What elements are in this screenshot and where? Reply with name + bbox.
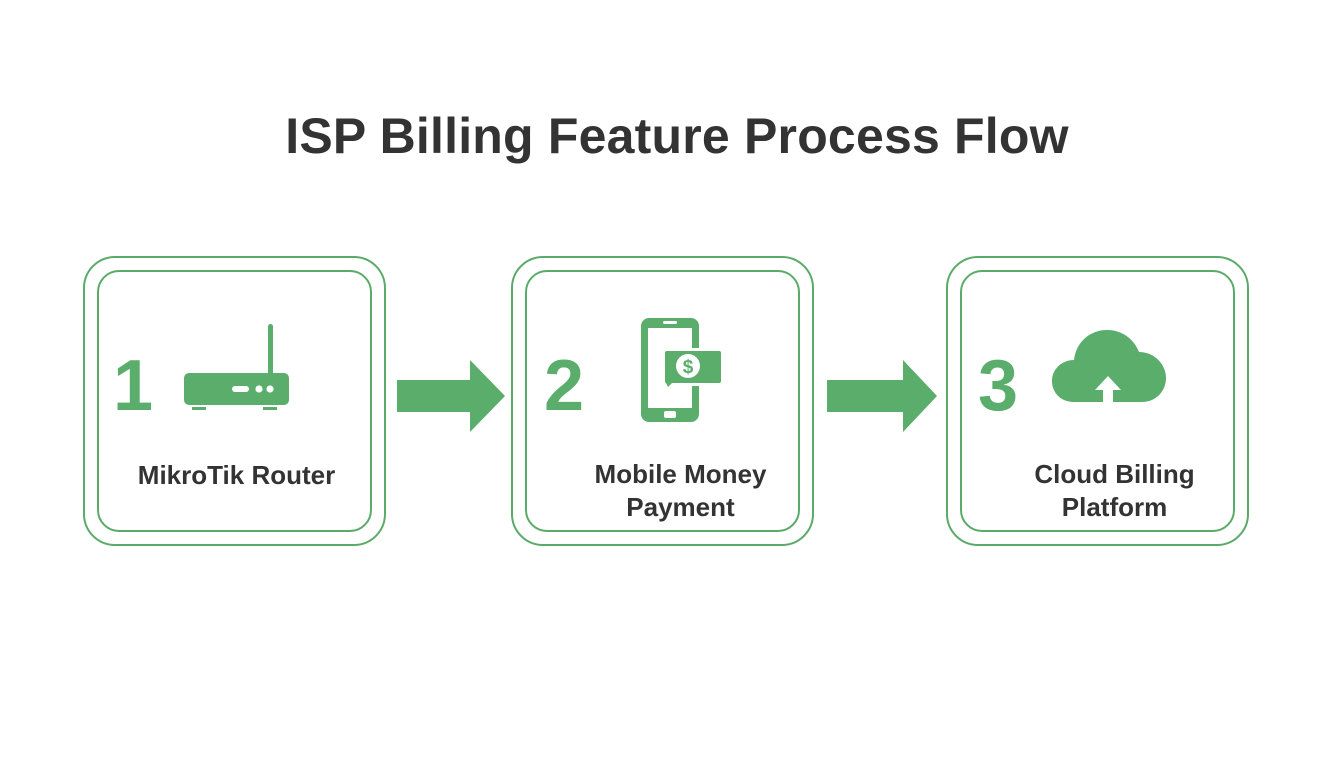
arrow-right-icon (397, 360, 505, 432)
step-card-inner-border (525, 270, 800, 532)
step-label: Mobile Money Payment (529, 458, 832, 524)
step-card-inner-border (960, 270, 1235, 532)
step-label-line-2: Payment (626, 492, 735, 522)
step-card-mikrotik-router: 1 MikroTik Router (83, 256, 386, 546)
step-label: MikroTik Router (85, 459, 388, 492)
step-number: 3 (978, 346, 1019, 426)
mobile-payment-icon: $ (641, 318, 724, 422)
step-number: 1 (113, 346, 154, 426)
step-label-line-1: Mobile Money (594, 459, 767, 489)
step-number: 2 (544, 346, 585, 426)
step-card-inner-border (97, 270, 372, 532)
step-label-line-2: Platform (1061, 492, 1168, 522)
arrow-right-icon (827, 360, 937, 432)
step-card-cloud-billing-platform: 3 Cloud Billing Platform (946, 256, 1249, 546)
step-label-line-1: Cloud Billing (1034, 459, 1195, 489)
step-card-mobile-money-payment: 2 $ Mobile Money Payment (511, 256, 814, 546)
step-label-line-1: MikroTik Router (137, 460, 336, 490)
step-label: Cloud Billing Platform (963, 458, 1266, 524)
svg-text:$: $ (683, 357, 694, 378)
router-icon (184, 324, 289, 410)
cloud-upload-icon (1052, 330, 1166, 404)
page-title: ISP Billing Feature Process Flow (285, 108, 1069, 164)
